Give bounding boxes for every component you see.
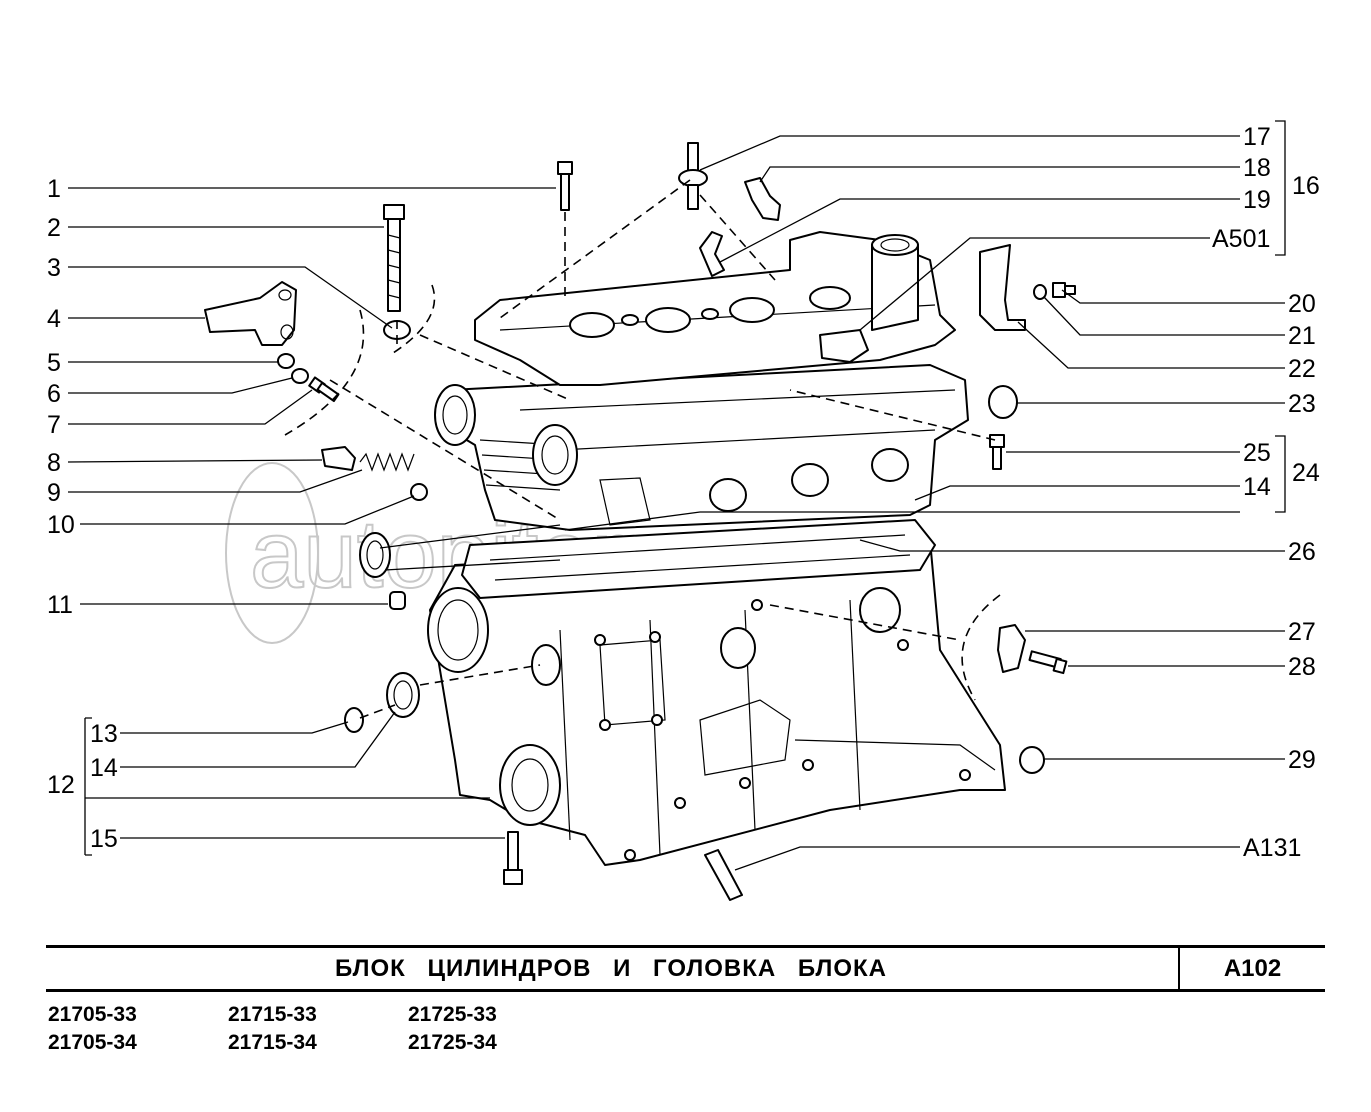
diagram-title: БЛОК ЦИЛИНДРОВ И ГОЛОВКА БЛОКА [334, 955, 888, 982]
bracket-22 [979, 244, 1026, 331]
callout-21: 21 [1288, 322, 1316, 350]
callout-18: 18 [1243, 154, 1271, 182]
leader-lines [67, 120, 1286, 871]
hose-18 [744, 177, 781, 221]
bolt-28 [1028, 650, 1068, 675]
sensor-27 [997, 624, 1026, 673]
valve-cover [474, 231, 956, 386]
callout-labels: 1 2 3 4 5 6 7 8 9 10 11 12 13 14 15 17 1… [47, 123, 1320, 862]
sheet-code: A102 [1223, 955, 1282, 982]
callout-8: 8 [47, 449, 61, 477]
cylinder-head [434, 364, 969, 531]
title-divider [1178, 948, 1180, 989]
model-code: 21705-33 [48, 1003, 137, 1026]
hose-19 [699, 231, 725, 277]
callout-16: 16 [1292, 172, 1320, 200]
assembly-paths [284, 179, 1001, 719]
bolt-1 [557, 161, 573, 211]
ball-10 [410, 483, 428, 501]
callout-6: 6 [47, 380, 61, 408]
callout-24: 24 [1292, 459, 1320, 487]
bolt-7 [308, 376, 340, 403]
callout-22: 22 [1288, 355, 1316, 383]
seal-13 [344, 707, 364, 733]
bolt-15 [503, 831, 523, 885]
model-code: 21715-33 [228, 1003, 317, 1026]
callout-26: 26 [1288, 538, 1316, 566]
bolt-20 [1052, 282, 1076, 298]
callout-17: 17 [1243, 123, 1271, 151]
model-code: 21705-34 [48, 1031, 137, 1054]
callout-2: 2 [47, 214, 61, 242]
washer-5 [277, 353, 295, 369]
model-code: 21725-34 [408, 1031, 497, 1054]
head-gasket [461, 519, 936, 599]
callout-7: 7 [47, 411, 61, 439]
callout-3: 3 [47, 254, 61, 282]
spring-9 [359, 452, 415, 472]
engine-exploded-diagram: autopiter.ru [47, 120, 1320, 901]
oil-seal [359, 532, 391, 578]
callout-27: 27 [1288, 618, 1316, 646]
callout-15: 15 [90, 825, 118, 853]
plug-8 [321, 446, 356, 471]
callout-20: 20 [1288, 290, 1316, 318]
dowel-pin-a131 [704, 849, 743, 901]
model-code: 21715-34 [228, 1031, 317, 1054]
callout-a501: A501 [1212, 225, 1270, 253]
callout-19: 19 [1243, 186, 1271, 214]
callout-25: 25 [1243, 439, 1271, 467]
washer-21 [1033, 284, 1047, 300]
sleeve-11 [389, 591, 406, 610]
washer-6 [291, 368, 309, 384]
callout-13: 13 [90, 720, 118, 748]
sensor-4 [204, 281, 297, 346]
callout-4: 4 [47, 305, 61, 333]
callout-12: 12 [47, 771, 75, 799]
seal-14 [386, 672, 420, 718]
title-block: БЛОК ЦИЛИНДРОВ И ГОЛОВКА БЛОКА A102 [46, 945, 1325, 992]
callout-11: 11 [47, 591, 73, 619]
callout-9: 9 [47, 479, 61, 507]
loose-parts [204, 142, 1076, 901]
model-code: 21725-33 [408, 1003, 497, 1026]
callout-10: 10 [47, 511, 75, 539]
callout-28: 28 [1288, 653, 1316, 681]
callout-14-right: 14 [1243, 473, 1271, 501]
bolt-25 [989, 434, 1005, 470]
callout-a131: A131 [1243, 834, 1301, 862]
bolt-2 [383, 204, 405, 312]
callout-23: 23 [1288, 390, 1316, 418]
stud-17 [678, 142, 708, 210]
callout-14-left: 14 [90, 754, 118, 782]
callout-1: 1 [47, 175, 61, 203]
callout-5: 5 [47, 349, 61, 377]
plug-23 [988, 385, 1018, 419]
sleeve-29 [1019, 746, 1045, 774]
callout-29: 29 [1288, 746, 1316, 774]
